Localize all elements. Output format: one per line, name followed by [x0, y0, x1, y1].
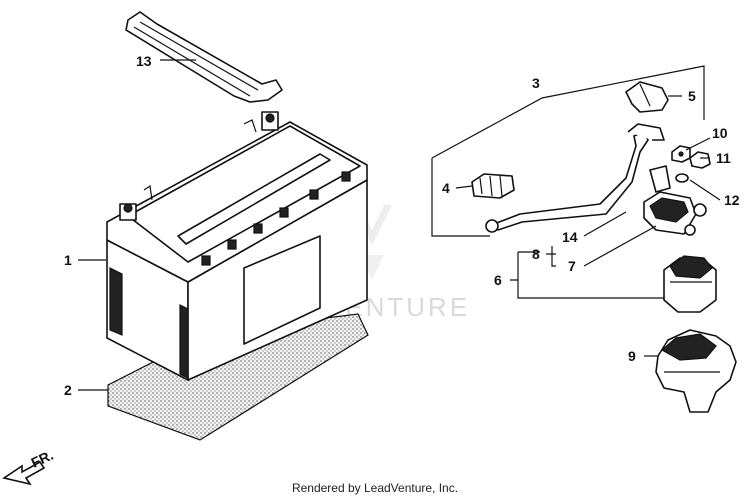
- relay-unit: [663, 255, 717, 313]
- callout-2: 2: [64, 382, 72, 398]
- battery: [106, 111, 368, 381]
- cable-assembly-bracket: [431, 65, 705, 237]
- starter-relay: [643, 165, 707, 236]
- callout-11: 11: [716, 150, 731, 166]
- callout-13: 13: [136, 53, 152, 69]
- battery-strap: [125, 11, 283, 103]
- leader-14: [583, 211, 627, 237]
- washer: [675, 173, 689, 183]
- leader-4: [455, 185, 473, 189]
- leader-12: [689, 179, 721, 201]
- callout-3: 3: [532, 75, 540, 91]
- callout-14: 14: [562, 229, 578, 245]
- battery-cable: [485, 123, 665, 233]
- callout-12: 12: [724, 192, 740, 208]
- callout-8: 8: [532, 246, 540, 262]
- leader-6: [510, 251, 664, 299]
- footer-credit: Rendered by LeadVenture, Inc.: [291, 481, 459, 495]
- leader-10: [685, 137, 711, 151]
- callout-9: 9: [628, 348, 636, 364]
- callout-7: 7: [568, 258, 576, 274]
- terminal-cover: [625, 81, 669, 113]
- front-direction-arrow: [2, 460, 46, 486]
- callout-4: 4: [442, 180, 450, 196]
- relay-cover: [655, 329, 737, 413]
- bolt: [689, 151, 711, 169]
- callout-6: 6: [494, 272, 502, 288]
- leader-8: [546, 246, 556, 267]
- cable-cap: [471, 173, 515, 199]
- leader-7: [583, 225, 657, 267]
- callout-5: 5: [688, 88, 696, 104]
- front-direction-label: FR.: [29, 447, 56, 471]
- callout-10: 10: [712, 125, 728, 141]
- callout-1: 1: [64, 252, 72, 268]
- nut: [671, 145, 691, 163]
